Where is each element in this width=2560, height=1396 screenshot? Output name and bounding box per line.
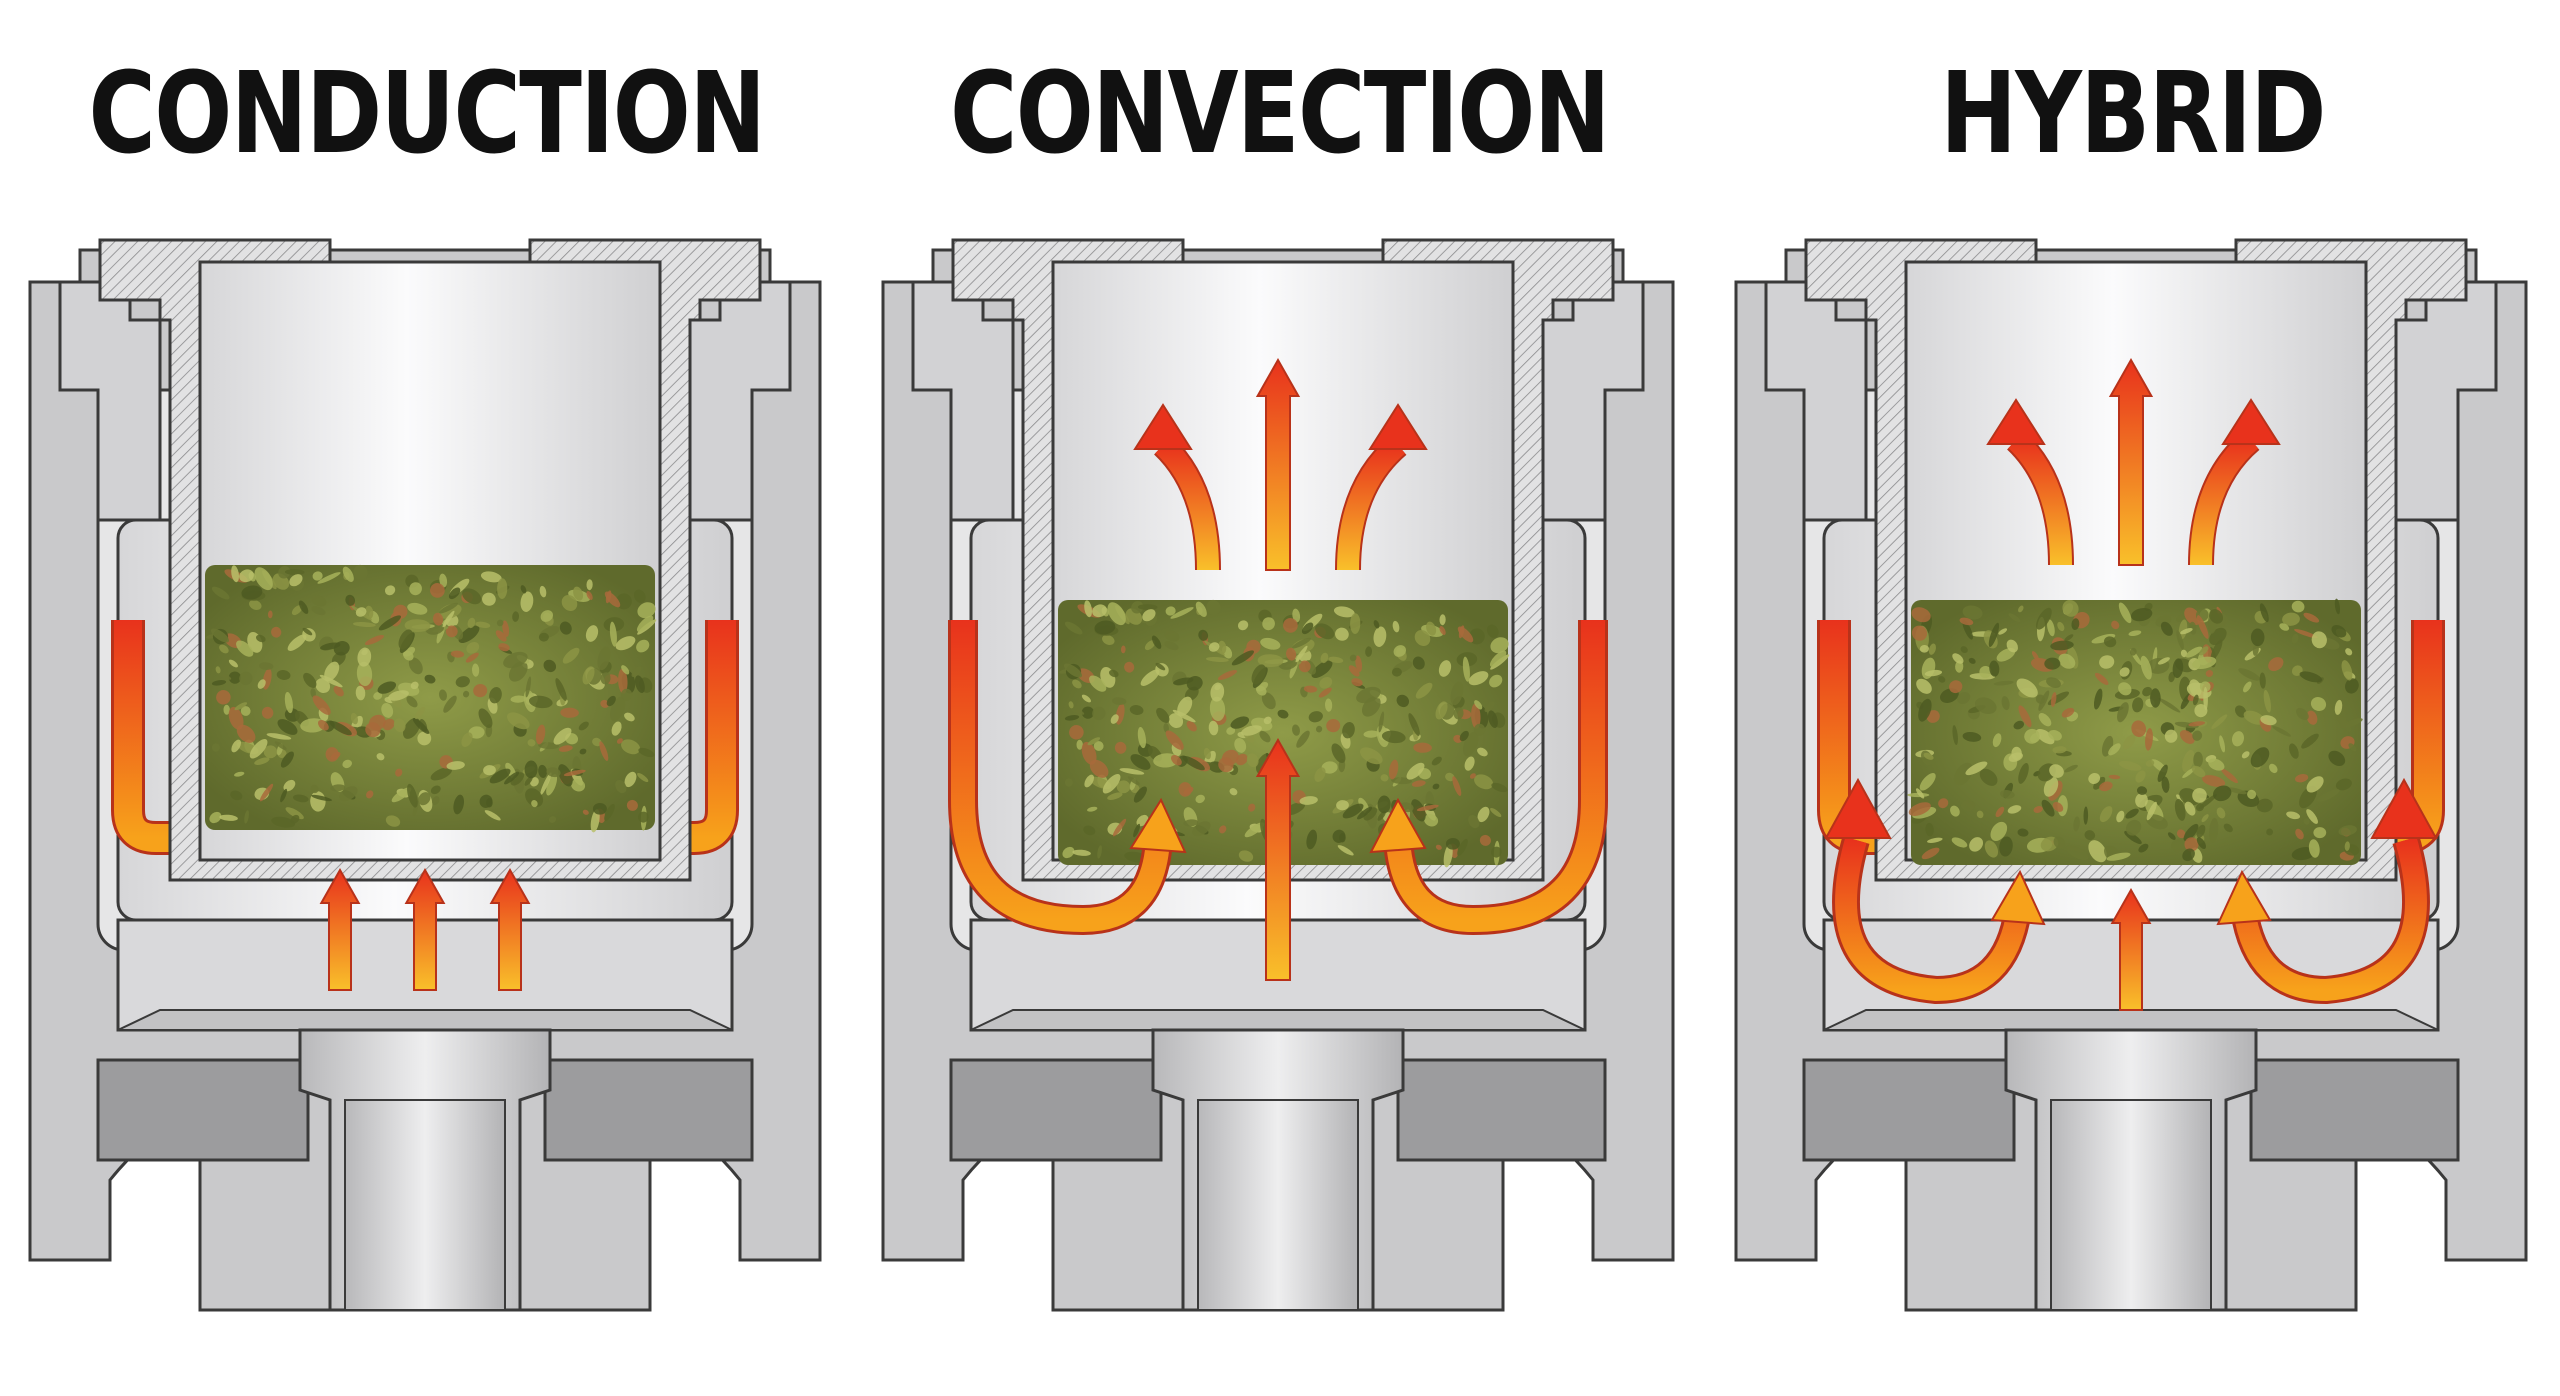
base-block-right — [2249, 1058, 2460, 1162]
airflow-loop-left — [1824, 777, 2046, 1005]
base-block-left — [1802, 1058, 2016, 1162]
airflow-arrow-top-center — [2108, 357, 2154, 566]
herb-material — [205, 564, 657, 833]
base-block-left — [96, 1058, 310, 1162]
airflow-arrow-top-left — [1133, 403, 1221, 571]
plenum-floor — [117, 1009, 733, 1031]
convection-title: CONVECTION — [950, 49, 1611, 179]
airflow-arrow-center — [1255, 737, 1301, 981]
conduction-panel: CONDUCTION — [0, 0, 853, 1396]
herb-material — [1907, 598, 2363, 865]
base-block-left — [949, 1058, 1163, 1162]
airflow-arrow-top-center — [1255, 357, 1301, 571]
outlet-bore — [1197, 1099, 1359, 1311]
hybrid-diagram — [1734, 238, 2528, 1312]
conduction-title: CONDUCTION — [88, 49, 767, 179]
base-block-right — [1396, 1058, 1607, 1162]
airflow-loop-right — [1369, 620, 1608, 936]
convection-panel: CONVECTION — [853, 0, 1706, 1396]
plenum-floor — [970, 1009, 1586, 1031]
airflow-arrow-top-left — [1986, 398, 2074, 566]
base-block-right — [543, 1058, 754, 1162]
airflow-loop-right — [2216, 777, 2438, 1005]
convection-diagram — [881, 238, 1675, 1312]
hybrid-title: HYBRID — [1940, 49, 2326, 179]
hybrid-panel: HYBRID — [1706, 0, 2559, 1396]
heat-arrow-up-1 — [319, 867, 361, 991]
airflow-arrow-bottom-center — [2110, 887, 2152, 1011]
heat-arrow-up-3 — [489, 867, 531, 991]
plenum-floor — [1823, 1009, 2439, 1031]
heat-arrow-up-2 — [404, 867, 446, 991]
airflow-arrow-top-right — [1335, 403, 1428, 571]
outlet-bore — [344, 1099, 506, 1311]
outlet-bore — [2050, 1099, 2212, 1311]
airflow-arrow-top-right — [2188, 398, 2281, 566]
airflow-loop-left — [948, 620, 1187, 936]
conduction-diagram — [28, 238, 822, 1312]
